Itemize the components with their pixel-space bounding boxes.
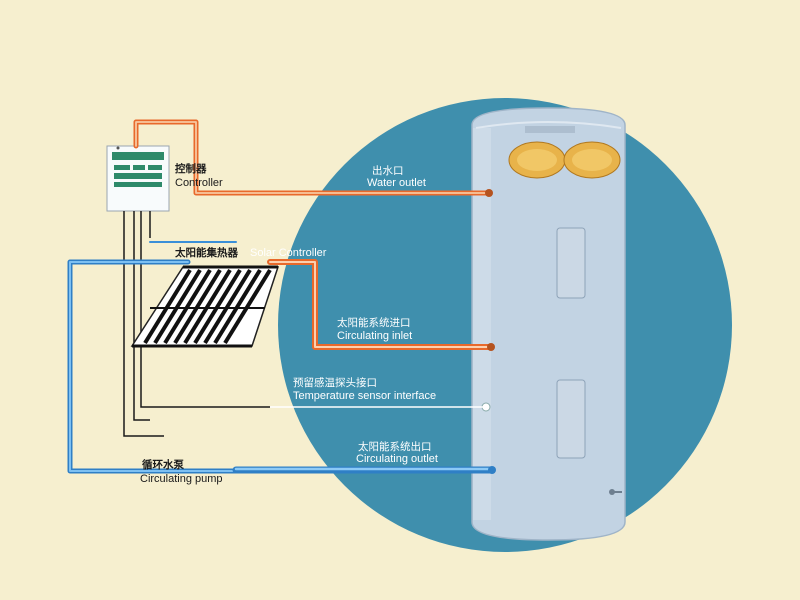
water-tank [471,107,626,541]
temperature-sensor-label-cn: 预留感温探头接口 [293,376,377,389]
lower-access-panel [556,379,586,459]
controller-display [112,152,164,160]
control-wires [123,211,270,437]
pump-label-en: Circulating pump [140,473,223,485]
circulating-outlet-label-en: Circulating outlet [356,453,438,465]
circulating-outlet-port [488,466,496,474]
circulating-inlet-label-en: Circulating inlet [337,330,412,342]
water-outlet-label-cn: 出水口 [372,164,404,177]
collector-label-en: Solar Controller [250,247,327,259]
controller-label-cn: 控制器 [175,162,207,175]
water-outlet-port [485,189,493,197]
cold-water-pipes [67,241,496,474]
water-outlet-label-en: Water outlet [367,177,426,189]
circulating-outlet-label-cn: 太阳能系统出口 [358,440,432,453]
upper-access-panel [556,227,586,299]
pump-label-cn: 循环水泵 [142,458,184,471]
temperature-sensor-label-en: Temperature sensor interface [293,390,436,402]
solar-collector [130,265,280,348]
hot-water-pipes [133,119,493,350]
collector-label-cn: 太阳能集热器 [174,246,238,259]
tank-nameplate [525,126,575,133]
controller-unit [106,145,170,212]
controller-label-en: Controller [175,177,223,189]
circulating-inlet-label-cn: 太阳能系统进口 [337,316,411,329]
circulating-inlet-port [487,343,495,351]
